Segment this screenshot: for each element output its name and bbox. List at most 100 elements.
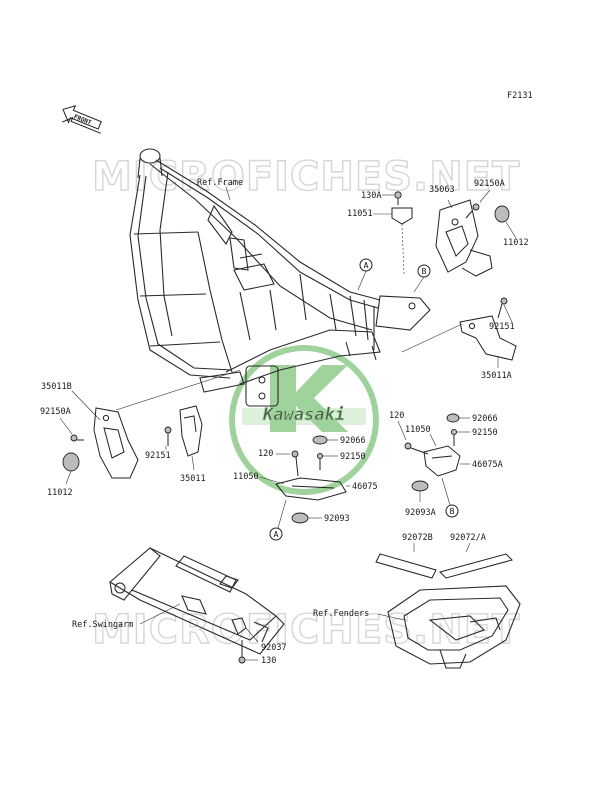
label-35063: 35063 — [429, 185, 455, 195]
ref-frame-label: Ref.Frame — [197, 178, 243, 188]
label-92072b: 92072B — [402, 533, 433, 543]
swingarm-tab — [219, 575, 239, 589]
footrest-bracket-35011a — [459, 315, 517, 361]
label-92066-right: 92066 — [472, 414, 498, 424]
front-label: FRONT — [73, 113, 93, 126]
frame-assembly — [129, 148, 431, 407]
leader-11051-down — [401, 223, 405, 275]
swingarm-mount — [181, 595, 207, 615]
svg-text:A: A — [274, 530, 279, 539]
callout-b-bottom: B — [441, 477, 459, 518]
leader-120-right — [397, 420, 407, 441]
watermark-text-top: MICROFICHES.NET — [92, 154, 520, 200]
footrest-bracket-35011-detail — [183, 415, 197, 433]
ref-swingarm-label: Ref.Swingarm — [72, 620, 133, 630]
frame-gusset — [207, 204, 233, 246]
label-120-center: 120 — [258, 449, 273, 459]
grommet-11012-right — [494, 205, 510, 223]
figure-id: F2131 — [507, 91, 533, 101]
spring-92093 — [291, 512, 309, 524]
steering-head — [139, 148, 161, 164]
heel-guard-35011b-inner — [103, 427, 125, 459]
leader-35063 — [447, 199, 453, 209]
leader-35011a-frame — [401, 323, 463, 353]
label-92066-center: 92066 — [340, 436, 366, 446]
frame-rear-struts — [239, 273, 337, 341]
grommet-11012-left — [62, 452, 80, 472]
frame-tail-plate — [375, 295, 431, 331]
leader-11012-right — [505, 221, 517, 239]
heel-guard-35063-inner — [445, 225, 469, 257]
label-92150a-right: 92150A — [474, 179, 505, 189]
ref-fenders-label: Ref.Fenders — [313, 609, 369, 619]
front-arrow-icon: FRONT — [62, 104, 102, 134]
frame-tail-hole — [408, 302, 416, 310]
label-92093a: 92093A — [405, 508, 436, 518]
label-11050-center: 11050 — [233, 472, 259, 482]
logo-ring — [229, 345, 379, 495]
frame-plate — [233, 263, 275, 291]
bolt-92150a-right — [465, 203, 480, 219]
frame-pivot-hole — [258, 376, 266, 384]
fender-detail — [469, 617, 501, 631]
kawasaki-logo: Kawasaki — [229, 345, 379, 495]
swingarm-rear-end — [253, 621, 269, 643]
frame-downtube-rear — [159, 171, 173, 337]
callout-a-bottom: A — [269, 499, 287, 541]
fender-outline — [387, 585, 521, 665]
leader-92072a — [465, 542, 471, 553]
bolt-92151-right — [497, 297, 508, 319]
bolt-92150-center — [316, 452, 324, 470]
label-92037: 92037 — [261, 643, 287, 653]
label-92072a: 92072/A — [450, 533, 486, 543]
bolt-92150a-left — [70, 434, 84, 442]
footrest-46075-ridge — [291, 485, 335, 489]
footrest-bracket-35011a-hole — [468, 322, 476, 330]
frame-top-rail-lower — [159, 167, 379, 309]
label-46075: 46075 — [352, 482, 378, 492]
swingarm-pivot-hole — [114, 582, 126, 594]
heel-guard-35063-hole — [451, 218, 459, 226]
label-120-right: 120 — [389, 411, 404, 421]
label-92151-left: 92151 — [145, 451, 171, 461]
label-92093: 92093 — [324, 514, 350, 524]
footrest-bracket-35011 — [179, 405, 203, 457]
frame-downtube-front — [129, 174, 231, 379]
rear-fender-tray — [387, 585, 521, 669]
front-arrow-shape — [62, 104, 102, 130]
frame-pivot-hole-lower — [258, 392, 266, 400]
frame-battery-tray — [229, 237, 263, 271]
strap-92072b — [375, 553, 437, 579]
bolt-92150-right — [450, 428, 458, 446]
bolt-120-center — [291, 450, 299, 477]
watermark-text-bottom: MICROFICHES.NET — [92, 607, 520, 653]
svg-text:B: B — [450, 507, 455, 516]
heel-guard-35011b — [93, 407, 139, 479]
footrest-46075 — [275, 477, 347, 501]
label-46075a: 46075A — [472, 460, 503, 470]
spring-92093a — [411, 480, 429, 492]
footrest-46075a — [423, 445, 461, 477]
front-arrow-shadow — [62, 116, 101, 134]
label-11050-right: 11050 — [405, 425, 431, 435]
label-35011b: 35011B — [41, 382, 72, 392]
frame-rear-mounts — [349, 295, 375, 350]
leader-92150a-left — [59, 417, 73, 435]
logo-band — [242, 408, 366, 425]
logo-k-mark — [270, 365, 348, 432]
fender-inner — [403, 597, 509, 651]
label-92150-center: 92150 — [340, 452, 366, 462]
svg-text:B: B — [422, 267, 427, 276]
footrest-35063 — [461, 249, 493, 277]
frame-cross-members — [133, 231, 221, 347]
fender-tray — [428, 615, 486, 641]
ref-swingarm-leader — [139, 603, 181, 625]
label-11012-right: 11012 — [503, 238, 529, 248]
callout-b-top: B — [413, 264, 431, 293]
rubber-92066-right — [446, 413, 460, 423]
label-130a: 130A — [361, 191, 381, 201]
frame-top-rail-upper — [155, 159, 381, 301]
heel-guard-35011b-hole — [102, 414, 110, 422]
